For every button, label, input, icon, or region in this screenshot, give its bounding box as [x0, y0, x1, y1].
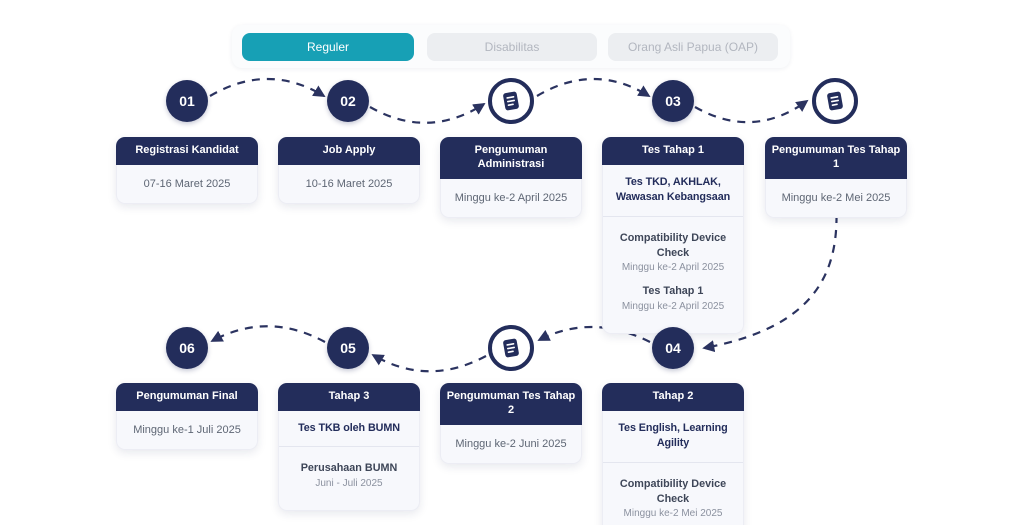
card-body: Minggu ke-2 April 2025 — [440, 178, 582, 218]
document-icon — [827, 91, 843, 111]
card-pengumuman-final: Pengumuman Final Minggu ke-1 Juli 2025 — [116, 383, 258, 451]
card-pengumuman-tes-tahap-1: Pengumuman Tes Tahap 1 Minggu ke-2 Mei 2… — [765, 137, 907, 218]
section-label: Compatibility Device Check — [619, 478, 727, 505]
connector-01-02 — [209, 77, 326, 97]
card-title: Job Apply — [278, 137, 420, 165]
step-node-02: 02 — [327, 80, 369, 122]
announcement-node-1 — [488, 78, 534, 124]
card-body: 10-16 Maret 2025 — [278, 164, 420, 205]
card-sections: Compatibility Device Check Minggu ke-2 A… — [603, 217, 743, 333]
card-date: Minggu ke-2 Mei 2025 — [781, 191, 891, 204]
tab-reguler[interactable]: Reguler — [242, 32, 414, 61]
document-icon — [503, 338, 519, 358]
step-number: 02 — [340, 93, 356, 109]
step-number: 05 — [340, 340, 356, 356]
connector-doc1-03 — [536, 77, 651, 97]
card-section: Perusahaan BUMN Juni - Juli 2025 — [283, 461, 415, 491]
card-registrasi-kandidat: Registrasi Kandidat 07-16 Maret 2025 — [116, 137, 258, 205]
card-title: Pengumuman Final — [116, 383, 258, 411]
tab-orang-asli-papua[interactable]: Orang Asli Papua (OAP) — [608, 32, 778, 61]
card-section: Compatibility Device Check Minggu ke-2 M… — [607, 477, 739, 521]
announcement-node-3 — [488, 325, 534, 371]
card-highlight: Tes English, Learning Agility — [603, 411, 743, 464]
card-tes-tahap-1: Tes Tahap 1 Tes TKD, AKHLAK, Wawasan Keb… — [602, 137, 744, 334]
card-body: Tes TKD, AKHLAK, Wawasan Kebangsaan Comp… — [602, 164, 744, 334]
section-date: Minggu ke-2 Mei 2025 — [623, 508, 723, 520]
card-body: Minggu ke-2 Mei 2025 — [765, 178, 907, 218]
section-date: Minggu ke-2 April 2025 — [621, 300, 725, 312]
card-body: Tes TKB oleh BUMN Perusahaan BUMN Juni -… — [278, 410, 420, 511]
card-title: Pengumuman Tes Tahap 1 — [765, 137, 907, 179]
step-node-04: 04 — [652, 327, 694, 369]
tab-bar: Reguler Disabilitas Orang Asli Papua (OA… — [232, 25, 790, 68]
card-body: Minggu ke-1 Juli 2025 — [116, 410, 258, 451]
step-node-05: 05 — [327, 327, 369, 369]
section-label: Tes Tahap 1 — [642, 285, 704, 298]
card-highlight: Tes TKB oleh BUMN — [279, 411, 419, 448]
card-highlight: Tes TKD, AKHLAK, Wawasan Kebangsaan — [603, 165, 743, 218]
section-label: Compatibility Device Check — [619, 232, 727, 259]
step-number: 03 — [665, 93, 681, 109]
step-node-03: 03 — [652, 80, 694, 122]
card-tahap-3: Tahap 3 Tes TKB oleh BUMN Perusahaan BUM… — [278, 383, 420, 511]
card-title: Pengumuman Tes Tahap 2 — [440, 383, 582, 425]
announcement-node-2 — [812, 78, 858, 124]
tab-disabilitas[interactable]: Disabilitas — [427, 32, 597, 61]
section-date: Minggu ke-2 April 2025 — [621, 262, 725, 274]
card-date: 07-16 Maret 2025 — [143, 177, 231, 190]
connector-doc3-05 — [371, 354, 487, 373]
section-label: Perusahaan BUMN — [300, 462, 398, 475]
document-icon — [503, 91, 519, 111]
card-sections: Compatibility Device Check Minggu ke-2 M… — [603, 463, 743, 525]
step-number: 06 — [179, 340, 195, 356]
card-job-apply: Job Apply 10-16 Maret 2025 — [278, 137, 420, 205]
step-node-01: 01 — [166, 80, 208, 122]
card-date: Minggu ke-2 April 2025 — [454, 191, 568, 204]
card-body: Minggu ke-2 Juni 2025 — [440, 424, 582, 464]
card-body: Tes English, Learning Agility Compatibil… — [602, 410, 744, 525]
card-title: Registrasi Kandidat — [116, 137, 258, 165]
card-tahap-2: Tahap 2 Tes English, Learning Agility Co… — [602, 383, 744, 525]
card-title: Tes Tahap 1 — [602, 137, 744, 165]
card-title: Pengumuman Administrasi — [440, 137, 582, 179]
step-number: 01 — [179, 93, 195, 109]
step-node-06: 06 — [166, 327, 208, 369]
connector-02-doc1 — [369, 103, 486, 124]
connector-05-06 — [210, 325, 326, 343]
card-date: Minggu ke-1 Juli 2025 — [133, 423, 241, 436]
card-title: Tahap 3 — [278, 383, 420, 411]
card-sections: Perusahaan BUMN Juni - Juli 2025 — [279, 447, 419, 510]
card-date: Minggu ke-2 Juni 2025 — [455, 437, 567, 450]
card-section: Compatibility Device Check Minggu ke-2 A… — [607, 231, 739, 275]
card-date: 10-16 Maret 2025 — [305, 177, 393, 190]
card-pengumuman-administrasi: Pengumuman Administrasi Minggu ke-2 Apri… — [440, 137, 582, 218]
card-body: 07-16 Maret 2025 — [116, 164, 258, 205]
step-number: 04 — [665, 340, 681, 356]
section-date: Juni - Juli 2025 — [315, 477, 383, 489]
card-pengumuman-tes-tahap-2: Pengumuman Tes Tahap 2 Minggu ke-2 Juni … — [440, 383, 582, 464]
connector-03-doc2 — [694, 99, 809, 124]
card-title: Tahap 2 — [602, 383, 744, 411]
card-section: Tes Tahap 1 Minggu ke-2 April 2025 — [607, 284, 739, 314]
